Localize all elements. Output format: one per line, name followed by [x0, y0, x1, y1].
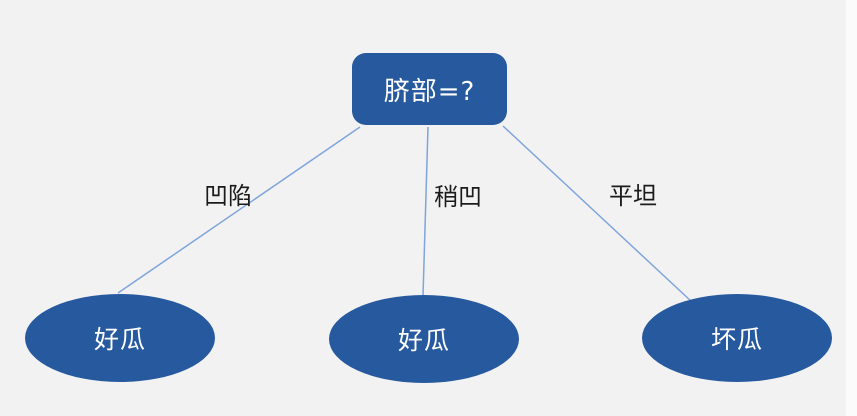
leaf-node-label: 好瓜 — [397, 326, 450, 355]
edge-label-flat: 平坦 — [609, 182, 657, 210]
leaf-node-good-melon-1: 好瓜 — [25, 294, 215, 382]
leaf-node-label: 坏瓜 — [710, 325, 763, 354]
edge-line-slightly-sunken — [422, 126, 429, 297]
edge-label-slightly-sunken: 稍凹 — [434, 183, 482, 211]
edge-line-flat — [502, 125, 693, 303]
right-margin-strip — [846, 0, 857, 416]
edge-label-sunken: 凹陷 — [204, 182, 252, 210]
root-node-label: 脐部=? — [383, 76, 476, 107]
root-node-navel: 脐部=? — [352, 53, 507, 125]
leaf-node-bad-melon: 坏瓜 — [642, 294, 832, 382]
leaf-node-good-melon-2: 好瓜 — [329, 295, 519, 383]
leaf-node-label: 好瓜 — [93, 325, 146, 354]
